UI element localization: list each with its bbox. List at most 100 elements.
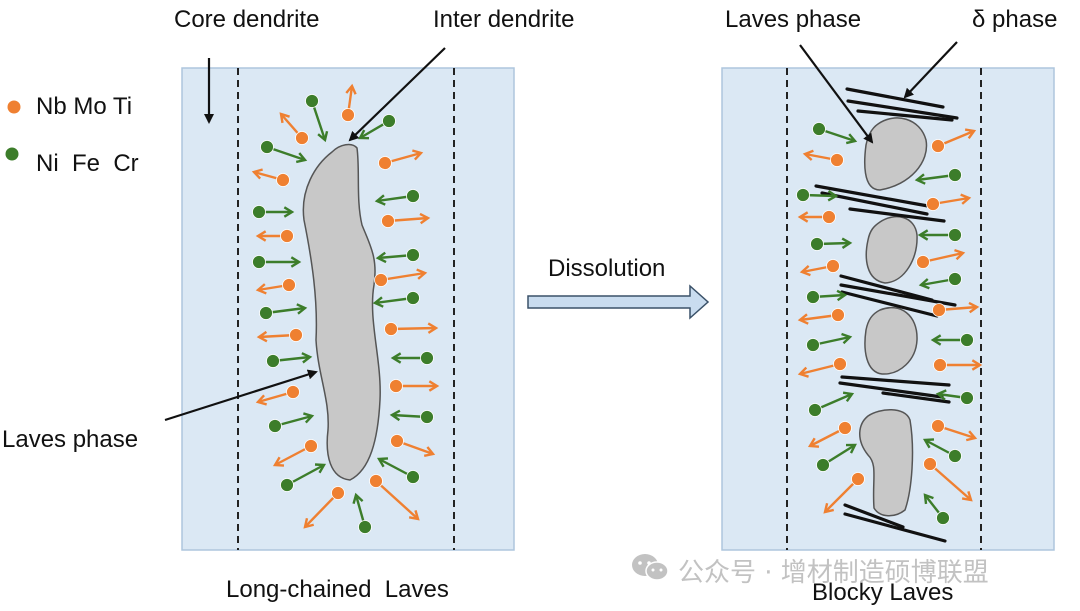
ni-fe-cr-inward-glyph [808, 391, 855, 417]
nb-mo-ti-outward-glyph [390, 434, 436, 457]
ni-fe-cr-inward-glyph [375, 248, 420, 264]
delta-phase-needle [881, 391, 951, 404]
dissolution-label: Dissolution [548, 255, 666, 282]
nb-mo-ti-outward-glyph [932, 301, 980, 317]
ni-fe-cr-inward-glyph [372, 291, 420, 308]
delta-phase-needle [840, 290, 939, 318]
nb-mo-ti-outward-glyph [279, 112, 309, 145]
ni-fe-cr-inward-glyph [374, 189, 420, 206]
left-panel-caption: Long-chained Laves [226, 576, 449, 603]
nb-mo-ti-outward-glyph [384, 322, 439, 336]
ni-fe-cr-inward-glyph [935, 389, 974, 405]
delta-phase-needle [846, 99, 959, 120]
delta-phase-needle [820, 191, 929, 216]
delta-phase-pointer [903, 41, 958, 99]
dissolution-arrow [527, 284, 710, 320]
delta-phase-needle [839, 283, 957, 307]
ni-fe-cr-inward-glyph [259, 303, 308, 320]
legend-dot-ni-fe-cr [5, 147, 19, 161]
nb-mo-ti-outward-glyph [916, 248, 966, 269]
right-panel [721, 41, 1055, 551]
ni-fe-cr-inward-glyph [914, 168, 962, 185]
ni-fe-cr-inward-glyph [796, 188, 839, 202]
ni-fe-cr-inward-glyph [305, 94, 329, 143]
ni-fe-cr-inward-glyph [389, 409, 434, 424]
blocky-laves-particle-3 [864, 306, 918, 375]
nb-mo-ti-outward-glyph [926, 193, 972, 211]
ni-fe-cr-inward-glyph [806, 332, 853, 352]
ni-fe-cr-inward-glyph [917, 228, 962, 242]
nb-mo-ti-outward-glyph [341, 83, 357, 122]
delta-phase-needle [843, 503, 905, 529]
right-diffusing-elements [796, 122, 983, 525]
ni-fe-cr-inward-glyph [390, 351, 434, 365]
legend-label-ni-fe-cr: Ni Fe Cr [36, 150, 139, 177]
blocky-laves-particle-2 [865, 215, 918, 284]
ni-fe-cr-inward-glyph [280, 463, 327, 492]
wechat-icon [630, 552, 670, 589]
nb-mo-ti-outward-glyph [381, 212, 431, 228]
ni-fe-cr-inward-glyph [922, 438, 962, 463]
delta-phase-needle [839, 274, 934, 302]
nb-mo-ti-outward-glyph [823, 472, 865, 514]
laves-phase-pointer-right [799, 44, 874, 144]
ni-fe-cr-inward-glyph [812, 122, 858, 145]
nb-mo-ti-outward-glyph [931, 419, 978, 442]
inter-dendrite-label: Inter dendrite [433, 6, 575, 33]
nb-mo-ti-outward-glyph [303, 486, 345, 529]
nb-mo-ti-outward-glyph [933, 358, 983, 372]
ni-fe-cr-inward-glyph [918, 272, 962, 290]
nb-mo-ti-outward-glyph [807, 421, 852, 448]
delta-phase-label: δ phase [972, 6, 1058, 33]
nb-mo-ti-outward-glyph [799, 259, 840, 277]
nb-mo-ti-outward-glyph [802, 149, 844, 167]
left-panel [164, 47, 515, 551]
nb-mo-ti-outward-glyph [374, 268, 428, 287]
left-diffusing-elements [251, 83, 440, 534]
nb-mo-ti-outward-glyph [797, 210, 836, 224]
legend-dot-nb-mo-ti [7, 100, 21, 114]
core-dendrite-label: Core dendrite [174, 6, 320, 33]
nb-mo-ti-outward-glyph [931, 128, 977, 153]
laves-phase-pointer-left [164, 369, 318, 422]
ni-fe-cr-inward-glyph [352, 492, 372, 534]
ni-fe-cr-inward-glyph [930, 333, 974, 347]
long-chained-laves-particle [302, 143, 381, 481]
ni-fe-cr-inward-glyph [252, 255, 302, 269]
delta-phase-needle [840, 375, 951, 387]
delta-phase-needle [838, 381, 944, 399]
ni-fe-cr-inward-glyph [358, 114, 396, 140]
ni-fe-cr-inward-glyph [260, 140, 308, 164]
nb-mo-ti-outward-glyph [255, 229, 294, 243]
ni-fe-cr-inward-glyph [266, 352, 313, 368]
ni-fe-cr-inward-glyph [806, 289, 848, 304]
laves-phase-label-left: Laves phase [2, 426, 139, 453]
nb-mo-ti-outward-glyph [255, 278, 296, 295]
ni-fe-cr-inward-glyph [252, 205, 295, 219]
watermark-text: 公众号 · 增材制造硕博联盟 [678, 558, 989, 588]
nb-mo-ti-outward-glyph [369, 474, 420, 521]
nb-mo-ti-outward-glyph [378, 149, 424, 170]
ni-fe-cr-inward-glyph [376, 457, 420, 484]
ni-fe-cr-inward-glyph [810, 237, 853, 251]
delta-phase-needle [843, 512, 947, 543]
inter-dendrite-pointer [348, 47, 446, 142]
ni-fe-cr-inward-glyph [816, 443, 857, 472]
legend-label-nb-mo-ti: Nb Mo Ti [36, 93, 133, 120]
nb-mo-ti-outward-glyph [923, 457, 973, 502]
nb-mo-ti-outward-glyph [389, 379, 440, 393]
delta-phase-needle [814, 184, 930, 208]
laves-phase-label-right: Laves phase [725, 6, 862, 33]
nb-mo-ti-outward-glyph [272, 439, 318, 467]
delta-phase-needles [814, 87, 959, 543]
nb-mo-ti-outward-glyph [255, 385, 300, 406]
delta-phase-needle [845, 87, 945, 109]
delta-phase-needle [848, 207, 946, 223]
ni-fe-cr-inward-glyph [268, 412, 315, 433]
ni-fe-cr-inward-glyph [923, 493, 950, 525]
blocky-laves-particle-4 [859, 409, 914, 517]
right-panel-caption: Blocky Laves [812, 579, 954, 606]
nb-mo-ti-outward-glyph [251, 168, 290, 187]
nb-mo-ti-outward-glyph [256, 328, 303, 343]
